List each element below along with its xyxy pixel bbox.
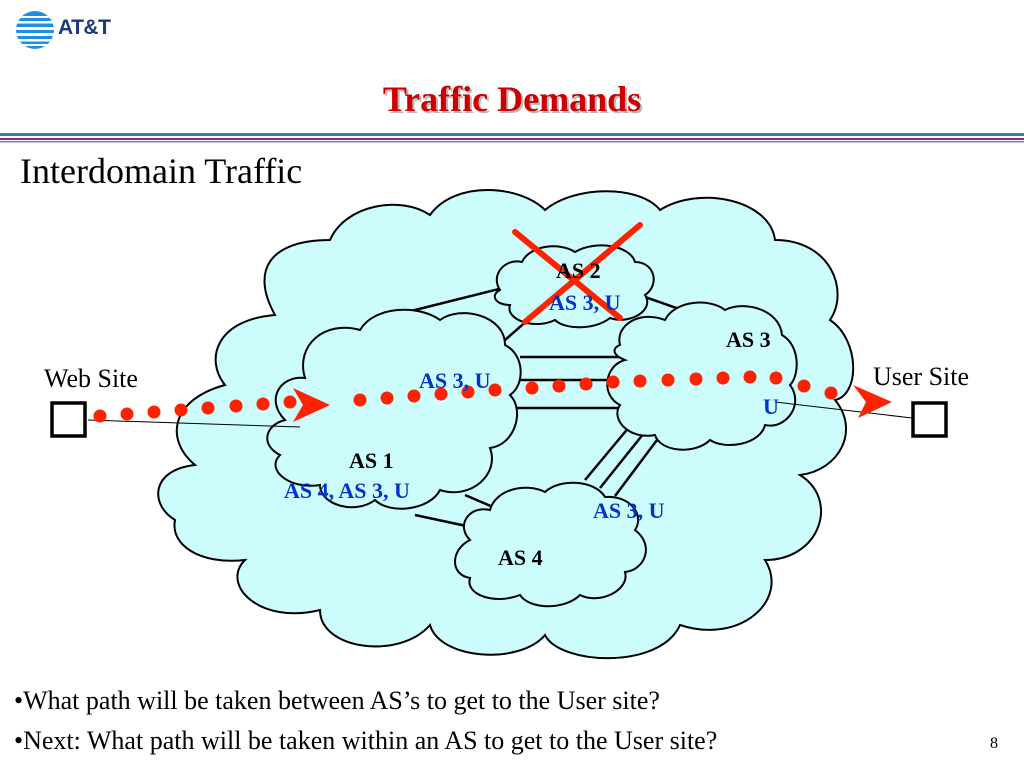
web-site-label: Web Site xyxy=(44,364,138,393)
as4-cloud xyxy=(454,481,647,608)
title-divider xyxy=(0,133,1024,143)
link-as4-as3-c xyxy=(614,435,661,497)
as1-name: AS 1 xyxy=(349,448,394,473)
page-number: 8 xyxy=(990,735,998,752)
as3-cloud xyxy=(606,301,798,451)
as1-as3-link-route: AS 3, U xyxy=(419,368,491,393)
link-as4-as3-b xyxy=(599,427,649,489)
as3-route: U xyxy=(763,394,779,419)
web-site-uplink xyxy=(87,419,301,428)
as4-route: AS 3, U xyxy=(593,498,665,523)
bullet-item: •What path will be taken between AS’s to… xyxy=(14,686,660,715)
logo-wordmark: AT&T xyxy=(58,16,111,39)
user-site-host xyxy=(911,401,948,438)
as1-route: AS 4, AS 3, U xyxy=(284,478,410,503)
web-site-host xyxy=(50,401,87,438)
path-arrow-1 xyxy=(293,388,330,422)
traffic-path xyxy=(93,370,892,423)
slide-title: Traffic Demands xyxy=(382,79,642,119)
att-logo xyxy=(14,8,134,52)
as2-route: AS 3, U xyxy=(549,290,621,315)
section-subtitle: Interdomain Traffic xyxy=(20,151,303,191)
user-site-uplink xyxy=(774,401,913,419)
as3-name: AS 3 xyxy=(726,327,771,352)
user-site-label: User Site xyxy=(873,362,969,391)
as2-name: AS 2 xyxy=(556,258,601,283)
globe-icon xyxy=(16,11,54,49)
path-arrow-2 xyxy=(853,385,892,418)
as1-cloud xyxy=(266,308,522,510)
failure-cross-icon xyxy=(512,222,643,325)
bullet-item: •Next: What path will be taken within an… xyxy=(14,726,718,755)
as4-name: AS 4 xyxy=(498,545,543,570)
